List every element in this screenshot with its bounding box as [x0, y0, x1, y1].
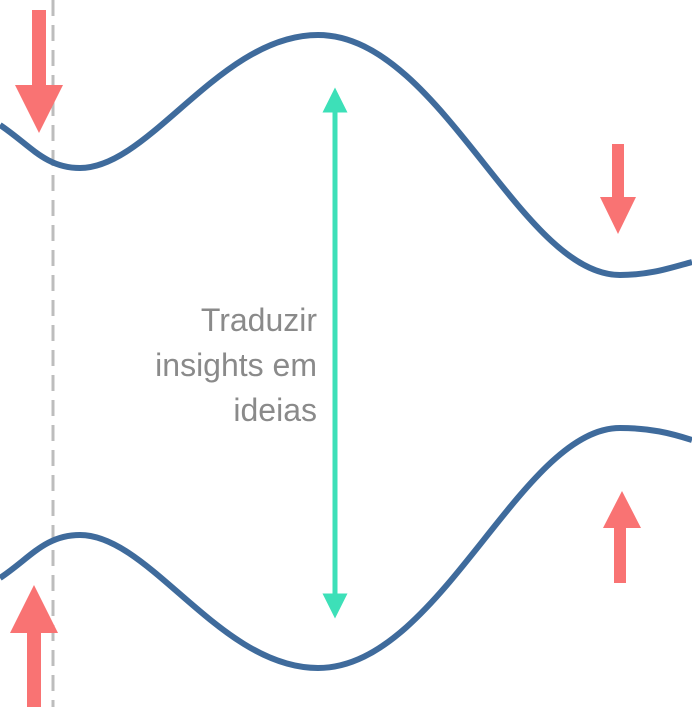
- label-line-2: insights em: [155, 347, 317, 383]
- red-arrow-top-left: [15, 10, 63, 133]
- top-wave-curve: [0, 31, 692, 279]
- label-line-1: Traduzir: [200, 302, 317, 338]
- diagram-label: Traduzir insights em ideias: [117, 298, 317, 433]
- bottom-wave-curve: [0, 424, 692, 672]
- red-arrow-top-right: [600, 144, 636, 234]
- red-arrow-bottom-right: [603, 491, 641, 583]
- red-arrow-bottom-left: [10, 585, 58, 707]
- label-line-3: ideias: [233, 392, 317, 428]
